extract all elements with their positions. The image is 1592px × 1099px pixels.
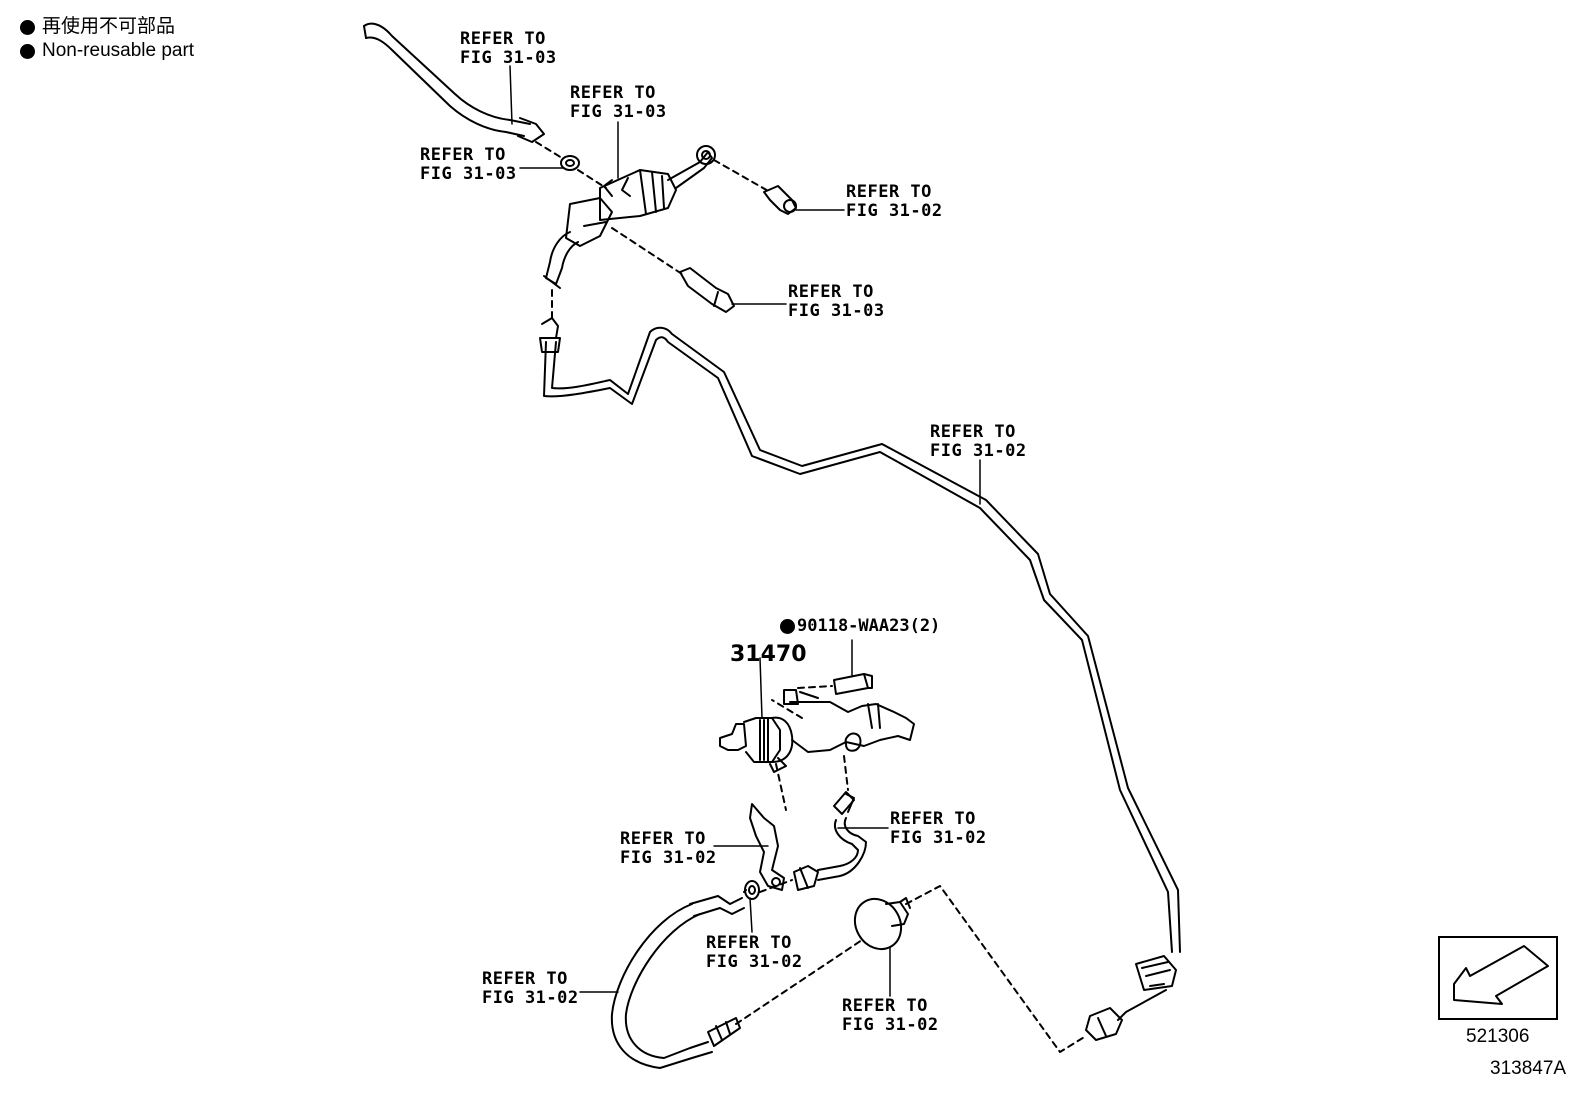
bullet-icon (20, 43, 35, 59)
ref-line2: FIG 31-03 (570, 102, 667, 122)
ref-line2: FIG 31-03 (460, 48, 557, 68)
clevis-pin (679, 267, 735, 313)
ref-callout-clip: REFER TO FIG 31-02 (620, 830, 717, 868)
ref-line2: FIG 31-02 (706, 952, 803, 972)
hose-grommet (853, 897, 911, 951)
ref-line2: FIG 31-02 (930, 441, 1027, 461)
reservoir-hose (363, 22, 545, 143)
ref-callout-clevis-pin: REFER TO FIG 31-03 (788, 283, 885, 321)
ref-line2: FIG 31-02 (620, 848, 717, 868)
part-number-release-cylinder: 31470 (730, 642, 807, 667)
ref-line2: FIG 31-02 (482, 988, 579, 1008)
clutch-master-cylinder (543, 145, 716, 289)
flange-bolt (833, 673, 873, 695)
ref-line1: REFER TO (482, 969, 568, 989)
ref-callout-reservoir-hose: REFER TO FIG 31-03 (460, 30, 557, 68)
legend-line-english: Non-reusable part (20, 40, 194, 62)
ref-line1: REFER TO (930, 422, 1016, 442)
ref-callout-gasket: REFER TO FIG 31-02 (706, 934, 803, 972)
ref-line1: REFER TO (706, 933, 792, 953)
ref-line1: REFER TO (620, 829, 706, 849)
ref-line2: FIG 31-03 (420, 164, 517, 184)
flexible-hose-short (793, 791, 867, 891)
non-reusable-bullet-icon (780, 618, 795, 634)
part-number-bolt-text: 90118-WAA23(2) (797, 616, 941, 636)
ref-callout-grommet-top: REFER TO FIG 31-03 (420, 146, 517, 184)
view-direction-box (1438, 936, 1558, 1020)
legend-text-japanese: 再使用不可部品 (42, 16, 176, 37)
flexible-hose-long (610, 895, 745, 1069)
ref-callout-clevis: REFER TO FIG 31-02 (846, 183, 943, 221)
push-rod-clevis (763, 185, 797, 215)
gasket (744, 880, 760, 900)
legend-text-english: Non-reusable part (42, 40, 195, 61)
ref-callout-master-cylinder: REFER TO FIG 31-03 (570, 84, 667, 122)
view-direction-arrow-icon (1453, 945, 1549, 1005)
ref-line1: REFER TO (420, 145, 506, 165)
ref-line1: REFER TO (890, 809, 976, 829)
illustration-code: 313847A (1490, 1058, 1567, 1079)
ref-line1: REFER TO (460, 29, 546, 49)
ref-line1: REFER TO (570, 83, 656, 103)
ref-callout-grommet-bottom: REFER TO FIG 31-02 (842, 997, 939, 1035)
ref-line1: REFER TO (842, 996, 928, 1016)
retaining-clip (749, 803, 785, 891)
ref-callout-clutch-line: REFER TO FIG 31-02 (930, 423, 1027, 461)
ref-line2: FIG 31-03 (788, 301, 885, 321)
legend-line-japanese: 再使用不可部品 (20, 16, 175, 38)
ref-line2: FIG 31-02 (842, 1015, 939, 1035)
ref-line2: FIG 31-02 (846, 201, 943, 221)
ref-line2: FIG 31-02 (890, 828, 987, 848)
ref-callout-long-hose: REFER TO FIG 31-02 (482, 970, 579, 1008)
part-number-bolt: 90118-WAA23(2) (780, 616, 940, 636)
ref-callout-short-hose: REFER TO FIG 31-02 (890, 810, 987, 848)
view-code: 521306 (1466, 1026, 1530, 1047)
bullet-icon (20, 19, 35, 35)
ref-line1: REFER TO (846, 182, 932, 202)
union-fitting (1085, 955, 1177, 1041)
ref-line1: REFER TO (788, 282, 874, 302)
clutch-release-cylinder (719, 689, 915, 773)
clutch-line-tube (539, 317, 1181, 953)
